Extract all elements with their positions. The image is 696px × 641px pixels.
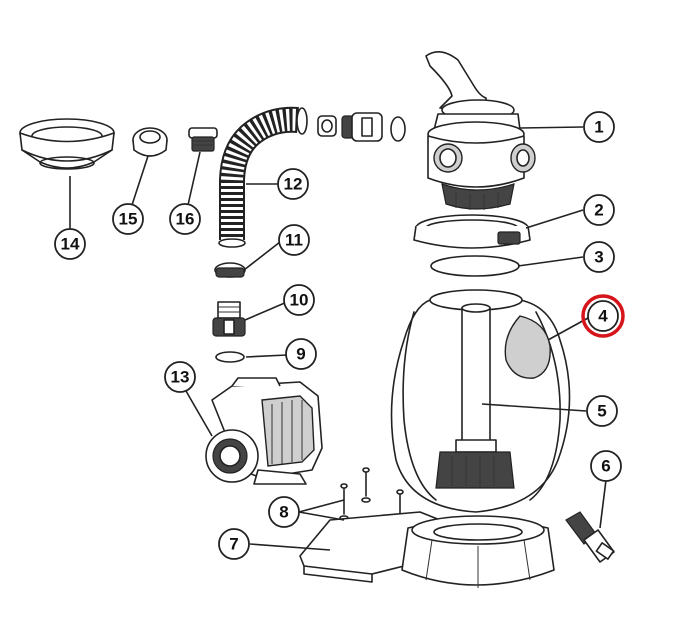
svg-text:13: 13 [171,368,190,387]
hose-clamp-part [214,262,246,278]
badge-8: 8 [268,496,300,528]
svg-text:10: 10 [290,291,309,310]
svg-text:4: 4 [598,307,608,326]
badge-1: 1 [583,111,615,143]
badge-5: 5 [586,395,618,427]
badge-10: 10 [283,284,315,316]
svg-text:15: 15 [119,210,138,229]
badge-16: 16 [169,203,201,235]
drain-plug-cap-part [132,127,168,157]
badge-6: 6 [590,450,622,482]
svg-text:3: 3 [594,248,603,267]
o-ring-large-part [430,255,520,277]
highlight-ring [581,294,625,338]
clamp-ring-part [413,214,531,249]
svg-text:11: 11 [285,231,303,250]
badge-9: 9 [285,338,317,370]
svg-text:8: 8 [279,503,288,522]
svg-text:5: 5 [597,402,606,421]
svg-text:9: 9 [296,345,305,364]
multiport-valve-part [425,51,536,210]
standpipe-lateral-part [435,303,515,489]
leader-lines [69,126,607,551]
svg-text:12: 12 [284,175,303,194]
svg-text:1: 1 [594,118,603,137]
strainer-basket-part [19,118,115,170]
drain-valve-part [565,511,615,563]
svg-text:2: 2 [594,201,603,220]
threaded-connector-part [188,127,218,152]
badge-11: 11 [278,224,310,256]
badge-2: 2 [583,194,615,226]
badge-14: 14 [54,228,86,260]
badge-13: 13 [164,361,196,393]
badge-7: 7 [218,528,250,560]
hose-union-fittings [317,112,406,142]
svg-text:14: 14 [61,235,80,254]
o-ring-small-part [215,351,245,363]
hose-adapter-part [212,301,246,337]
svg-text:6: 6 [601,457,610,476]
svg-text:16: 16 [176,210,195,229]
base-stand-part [299,511,555,588]
svg-text:7: 7 [229,535,238,554]
badge-12: 12 [277,168,309,200]
badge-15: 15 [112,203,144,235]
badge-4: 4 [581,294,625,338]
mounting-bolts-part [339,467,404,521]
flexible-hose-part [218,106,308,248]
pump-part [205,377,323,485]
badge-3: 3 [583,241,615,273]
